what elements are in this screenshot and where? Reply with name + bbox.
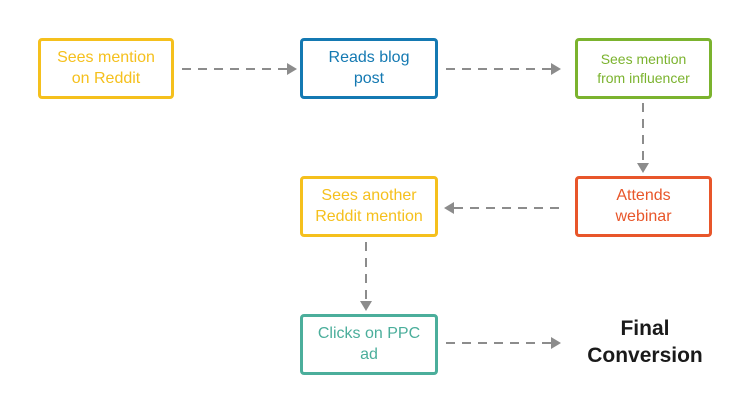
arrowhead-influencer-to-webinar <box>637 163 649 173</box>
arrowhead-webinar-to-reddit2 <box>444 202 454 214</box>
node-reddit-mention-2-label: Sees another Reddit mention <box>315 186 423 225</box>
node-webinar-label: Attends webinar <box>615 186 672 225</box>
node-reddit-mention-label: Sees mention on Reddit <box>57 48 155 87</box>
arrowhead-reddit2-to-ppc <box>360 301 372 311</box>
arrowhead-reddit-to-blog <box>287 63 297 75</box>
node-influencer-mention-label: Sees mention from influencer <box>597 51 690 86</box>
node-final-conversion-label: Final Conversion <box>587 316 703 367</box>
node-final-conversion: Final Conversion <box>565 311 725 373</box>
node-ppc-ad-label: Clicks on PPC ad <box>317 324 421 363</box>
node-influencer-mention: Sees mention from influencer <box>575 38 712 99</box>
node-reddit-mention-2: Sees another Reddit mention <box>300 176 438 237</box>
node-blog-post: Reads blog post <box>300 38 438 99</box>
node-ppc-ad: Clicks on PPC ad <box>300 314 438 375</box>
node-webinar: Attends webinar <box>575 176 712 237</box>
node-blog-post-label: Reads blog post <box>328 48 410 87</box>
arrowhead-blog-to-influencer <box>551 63 561 75</box>
node-reddit-mention: Sees mention on Reddit <box>38 38 174 99</box>
arrowhead-ppc-to-final <box>551 337 561 349</box>
